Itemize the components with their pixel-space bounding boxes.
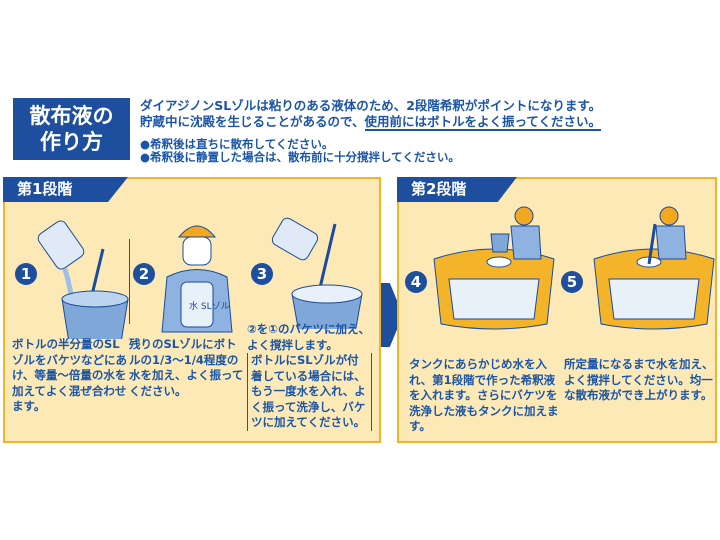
note-1: ●希釈後は直ちに散布してください。 [140,137,334,151]
intro-line-2-plain: 貯蔵中に沈殿を生じることがあるので、 [140,114,365,129]
stage1-panel: 第1段階 1 2 3 水 SLゾル ボトルの半分量のSLゾルをバケツなどにあけ、… [3,177,381,443]
step-4-number: 4 [405,271,427,293]
step-1-number: 1 [15,263,37,285]
tank-stir-illustration [593,206,715,330]
note-2: ●希釈後に静置した場合は、散布前に十分撹拌してください。 [140,150,460,164]
step-3-text: ②を①のバケツに加え、よく撹拌します。 [247,322,370,352]
step-4-text: タンクにあらかじめ水を入れ、第1段階で作った希釈液を入れます。さらにバケツを洗浄… [409,357,559,433]
stage2-tab: 第2段階 [397,177,517,202]
bottle-label: 水 SLゾル [189,300,230,312]
step-1-text: ボトルの半分量のSLゾルをバケツなどにあけ、等量～倍量の水を加えてよく混ぜ合わせ… [12,337,127,413]
title-line-2: 作り方 [40,130,103,154]
divider [129,239,130,324]
worker-shaking-bottle-illustration: 水 SLゾル [161,225,233,333]
step-2-text: 残りのSLゾルにボトルの1/3～1/4程度の水を加え、よく振ってください。 [129,337,244,398]
stage1-tab: 第1段階 [3,177,128,202]
bucket-pour-illustration [37,220,129,339]
step-5-text: 所定量になるまで水を加え、よく撹拌してください。均一な散布液ができ上がります。 [564,357,714,402]
bucket-stir-illustration [271,217,363,329]
intro-line-2-emphasis: 使用前にはボトルをよく振ってください。 [364,114,602,131]
step-5-number: 5 [561,271,583,293]
stage2-panel: 第2段階 4 5 タンクにあらかじめ水を入れ、第1段階で作った希釈液を入れます。… [397,177,717,443]
title-line-1: 散布液の [29,104,114,128]
page-title: 散布液の作り方 [13,98,130,160]
notes: ●希釈後は直ちに散布してください。 ●希釈後に静置した場合は、散布前に十分撹拌し… [140,138,460,164]
step-3-number: 3 [251,263,273,285]
intro-text: ダイアジノンSLゾルは粘りのある液体のため、2段階希釈がポイントになります。 貯… [140,98,602,131]
intro-line-2: 貯蔵中に沈殿を生じることがあるので、使用前にはボトルをよく振ってください。 [140,114,602,131]
step-2-number: 2 [133,263,155,285]
tank-pour-illustration [433,206,555,330]
step-3-note: ボトルにSLゾルが付着している場合には、もう一度水を入れ、よく振って洗浄し、バケ… [247,353,372,431]
intro-line-1: ダイアジノンSLゾルは粘りのある液体のため、2段階希釈がポイントになります。 [140,98,602,113]
